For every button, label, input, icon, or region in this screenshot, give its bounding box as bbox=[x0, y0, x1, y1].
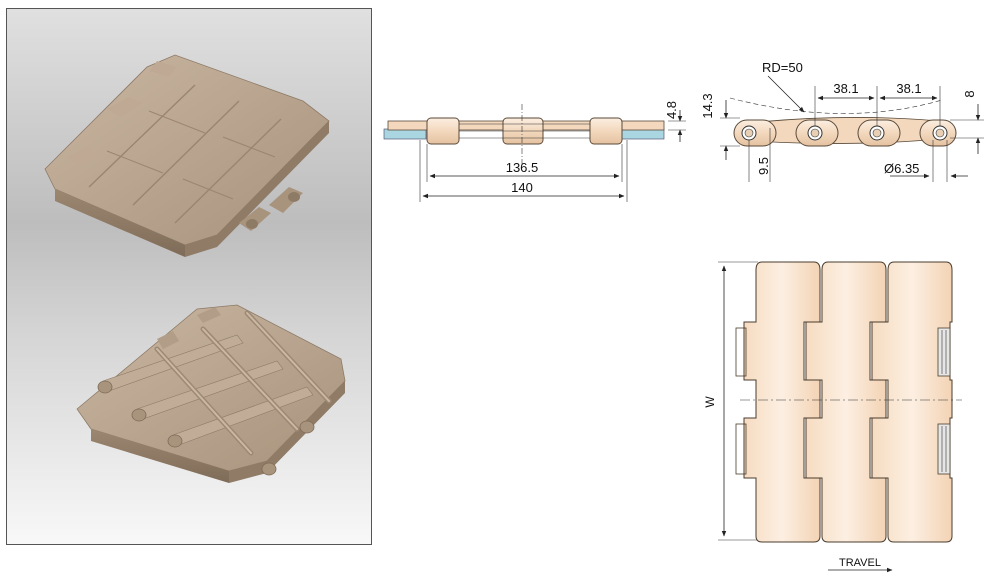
photo-panel bbox=[6, 8, 372, 545]
top-view-drawing bbox=[718, 261, 962, 573]
travel-direction-label: TRAVEL bbox=[839, 557, 881, 569]
side-outer-width-label: 140 bbox=[511, 180, 533, 195]
chain-top-side-photo bbox=[44, 54, 330, 257]
link-bottom-label: 9.5 bbox=[756, 157, 771, 175]
chain-photo bbox=[44, 54, 346, 483]
top-width-label: W bbox=[703, 396, 717, 408]
side-thickness-label: 4.8 bbox=[664, 101, 679, 119]
link-pitch-left-label: 38.1 bbox=[833, 81, 858, 96]
chain-under-side-photo bbox=[76, 304, 346, 483]
side-inner-width-label: 136.5 bbox=[506, 160, 539, 175]
side-view-drawing bbox=[383, 104, 686, 170]
link-top-label: 8 bbox=[962, 90, 977, 97]
link-radius-label: RD=50 bbox=[762, 60, 803, 75]
link-view-drawing bbox=[720, 75, 984, 182]
link-pitch-right-label: 38.1 bbox=[896, 81, 921, 96]
link-height-label: 14.3 bbox=[700, 93, 715, 118]
link-pin-diameter-label: Ø6.35 bbox=[884, 161, 919, 176]
